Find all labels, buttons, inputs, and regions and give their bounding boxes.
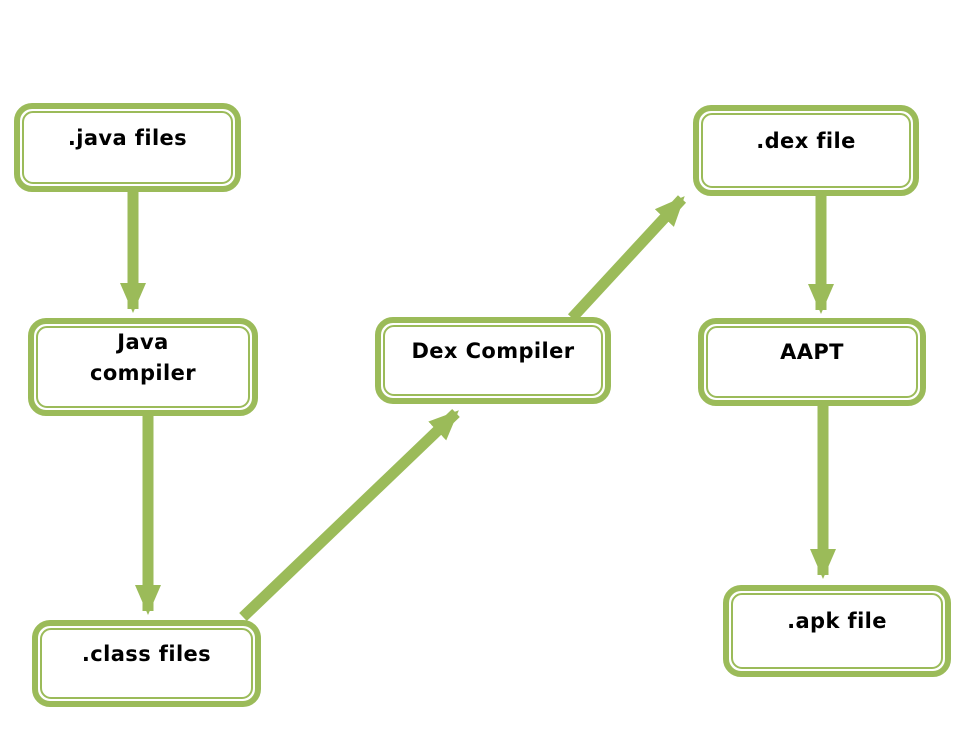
node-apk-file-label: .apk file xyxy=(787,609,887,634)
node-java-compiler: Java compiler xyxy=(28,318,258,416)
node-dex-file-label: .dex file xyxy=(756,128,856,153)
node-apk-file: .apk file xyxy=(723,585,951,677)
node-dex-compiler-label: Dex Compiler xyxy=(411,338,575,363)
node-class-files-label: .class files xyxy=(81,641,212,666)
node-java-files: .java files xyxy=(14,103,241,192)
node-dex-file: .dex file xyxy=(693,105,919,196)
node-aapt-label: AAPT xyxy=(780,340,844,365)
node-aapt: AAPT xyxy=(698,318,926,406)
node-java-files-label: .java files xyxy=(67,125,188,150)
node-java-compiler-label: Java compiler xyxy=(90,329,196,385)
node-class-files: .class files xyxy=(32,620,261,707)
node-dex-compiler: Dex Compiler xyxy=(375,317,611,404)
edge-class-files-to-dex-compiler xyxy=(239,409,460,621)
edge-dex-compiler-to-dex-file xyxy=(567,195,687,322)
